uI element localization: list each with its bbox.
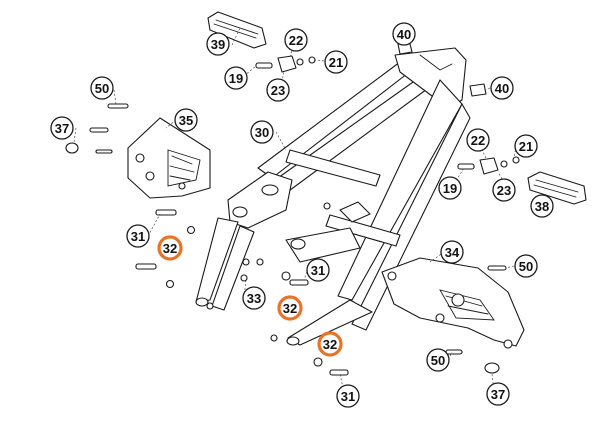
callout-circle (392, 22, 416, 46)
footpeg-39 (207, 11, 267, 49)
callout-circle (90, 76, 114, 100)
callout-circle (317, 331, 343, 357)
callout-50: 50 (426, 348, 450, 372)
callout-circle (126, 224, 150, 248)
callout-circle (492, 178, 516, 202)
callout-circle (224, 66, 248, 90)
callout-circle (486, 382, 510, 406)
callout-number: 22 (471, 133, 485, 148)
callout-23: 23 (266, 78, 290, 102)
footrest-bracket-left (127, 117, 211, 199)
callout-40: 40 (490, 76, 514, 100)
callout-number: 33 (247, 291, 261, 306)
callout-circle (50, 116, 74, 140)
callouts: 39 22 21 19 23 40 40 50 37 35 30 22 21 19 23 38 31 32 34 31… (50, 22, 554, 408)
callout-circle (440, 240, 464, 264)
callout-number: 23 (271, 83, 285, 98)
callout-21: 21 (324, 50, 348, 74)
callout-number: 23 (497, 183, 511, 198)
callout-34: 34 (440, 240, 464, 264)
callout-circle (284, 28, 308, 52)
callout-number: 21 (519, 139, 533, 154)
callout-number: 40 (397, 27, 411, 42)
callout-number: 32 (283, 301, 297, 316)
callout-50: 50 (514, 254, 538, 278)
callout-37: 37 (50, 116, 74, 140)
callout-circle (306, 258, 330, 282)
callout-circle (426, 348, 450, 372)
callout-circle (466, 128, 490, 152)
callout-30: 30 (250, 120, 274, 144)
callout-23: 23 (492, 178, 516, 202)
callout-number: 31 (311, 263, 325, 278)
callout-circle (250, 120, 274, 144)
callout-50: 50 (90, 76, 114, 100)
callout-38: 38 (530, 194, 554, 218)
callout-number: 31 (341, 389, 355, 404)
callout-31: 31 (306, 258, 330, 282)
callout-number: 50 (431, 353, 445, 368)
callout-31: 31 (126, 224, 150, 248)
callout-19: 19 (438, 176, 462, 200)
callout-22: 22 (284, 28, 308, 52)
footpeg-38 (527, 171, 587, 205)
callout-number: 37 (491, 387, 505, 402)
callout-circle (206, 32, 230, 56)
callout-number: 34 (445, 245, 460, 260)
callout-circle (514, 134, 538, 158)
callout-circle (266, 78, 290, 102)
callout-circle (438, 176, 462, 200)
callout-32-highlighted: 32 (157, 235, 183, 261)
callout-circle (157, 235, 183, 261)
callout-number: 32 (163, 241, 177, 256)
callout-number: 32 (323, 337, 337, 352)
callout-circle (277, 295, 303, 321)
callout-32-highlighted: 32 (277, 295, 303, 321)
callout-number: 22 (289, 33, 303, 48)
callout-circle (242, 286, 266, 310)
callout-number: 50 (95, 81, 109, 96)
callout-37: 37 (486, 382, 510, 406)
callout-circle (324, 50, 348, 74)
callout-39: 39 (206, 32, 230, 56)
callout-circle (490, 76, 514, 100)
callout-number: 50 (519, 259, 533, 274)
callout-number: 38 (535, 199, 549, 214)
callout-19: 19 (224, 66, 248, 90)
callout-circle (530, 194, 554, 218)
footrest-bracket-right (381, 257, 525, 349)
callout-circle (514, 254, 538, 278)
hardware (65, 43, 520, 376)
callout-number: 40 (495, 81, 509, 96)
callout-circle (336, 384, 360, 408)
callout-number: 31 (131, 229, 145, 244)
callout-35: 35 (174, 108, 198, 132)
callout-21: 21 (514, 134, 538, 158)
callout-number: 39 (211, 37, 225, 52)
callout-33: 33 (242, 286, 266, 310)
callout-number: 21 (329, 55, 343, 70)
callout-number: 19 (443, 181, 457, 196)
callout-22: 22 (466, 128, 490, 152)
callout-number: 19 (229, 71, 243, 86)
callout-31: 31 (336, 384, 360, 408)
callout-number: 30 (255, 125, 269, 140)
callout-number: 35 (179, 113, 193, 128)
main-frame (195, 47, 471, 346)
callout-40: 40 (392, 22, 416, 46)
callout-32-highlighted: 32 (317, 331, 343, 357)
callout-number: 37 (55, 121, 69, 136)
callout-circle (174, 108, 198, 132)
